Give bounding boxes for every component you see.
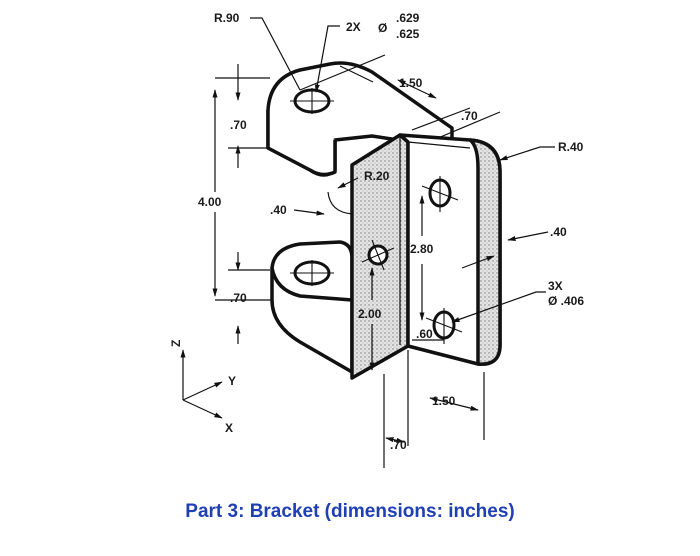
dim-dia-symbol: Ø (378, 21, 387, 35)
figure-caption: Part 3: Bracket (dimensions: inches) (185, 501, 515, 522)
upper-flange (266, 54, 454, 177)
dim-60: .60 (416, 327, 433, 341)
dim-r40: R.40 (558, 140, 584, 154)
dim-400: 4.00 (198, 195, 222, 209)
axis-x-label: X (225, 421, 233, 435)
dim-dia-406: Ø .406 (548, 294, 584, 308)
axis-y-label: Y (228, 374, 236, 388)
dim-70-left-bottom: .70 (230, 291, 247, 305)
dim-dia-629: .629 (396, 11, 420, 25)
dim-40-right: .40 (550, 225, 567, 239)
dimension-lines (212, 17, 555, 468)
dim-3x: 3X (548, 279, 563, 293)
axis-triad: Z Y X (169, 340, 236, 435)
dim-70-bottom: .70 (390, 438, 407, 452)
dim-150-bottom: 1.50 (432, 394, 456, 408)
lower-flange (270, 191, 354, 374)
dim-70-top: .70 (461, 109, 478, 123)
dim-200: 2.00 (358, 307, 382, 321)
dim-70-left-top: .70 (230, 118, 247, 132)
dimension-labels: R.90 2X Ø .629 .625 1.50 .70 R.40 .70 R.… (198, 11, 584, 452)
dim-r90: R.90 (214, 11, 240, 25)
axis-z-label: Z (169, 340, 183, 347)
dim-150-top: 1.50 (399, 76, 423, 90)
dim-dia-625: .625 (396, 27, 420, 41)
dim-r20: R.20 (364, 169, 390, 183)
dim-2x: 2X (346, 20, 361, 34)
dim-40-left: .40 (270, 203, 287, 217)
dim-280: 2.80 (410, 242, 434, 256)
vertical-web (350, 133, 410, 380)
